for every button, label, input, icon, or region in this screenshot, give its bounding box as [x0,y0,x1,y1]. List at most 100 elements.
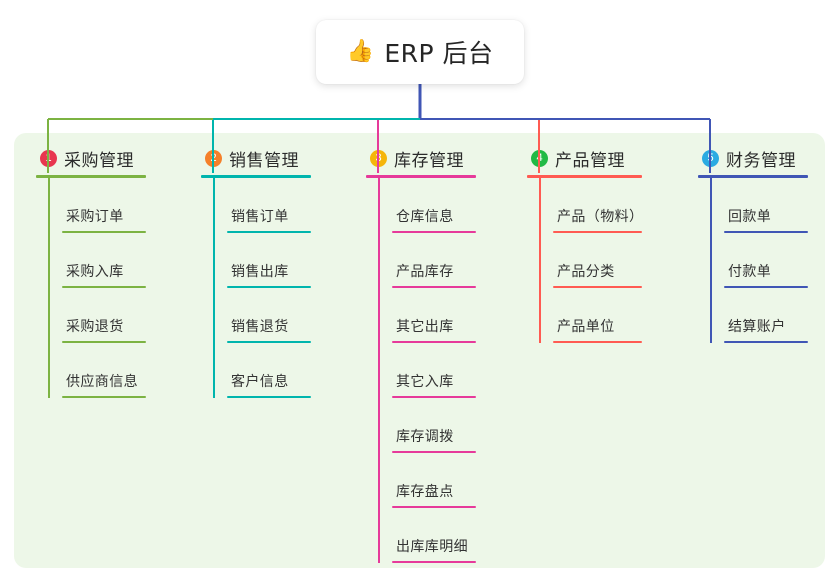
branch-item[interactable]: 结算账户 [710,288,808,343]
branch-underline-5 [698,175,808,178]
branch-item[interactable]: 库存盘点 [378,453,476,508]
branch-items-1: 采购订单采购入库采购退货供应商信息 [36,178,146,398]
branch-title-2: 销售管理 [229,150,299,171]
branch-item-label: 出库库明细 [396,539,468,556]
branch-item-underline [392,286,476,288]
branch-items-4: 产品（物料） 产品分类产品单位 [527,178,644,343]
branch-item-label: 客户信息 [231,374,289,391]
branch-item[interactable]: 产品（物料） [539,178,644,233]
branch-item-label: 采购入库 [66,264,124,281]
branch-column-2: 2 销售管理销售订单销售出库销售退货客户信息 [201,145,311,398]
branch-item[interactable]: 其它出库 [378,288,476,343]
branch-spine-1 [48,178,50,398]
branch-item-underline [553,286,642,288]
branch-underline-1 [36,175,146,178]
branch-item[interactable]: 客户信息 [213,343,311,398]
branch-item-underline [724,231,808,233]
branch-spine-5 [710,178,712,343]
branch-item-underline [62,396,146,398]
branch-item-label: 供应商信息 [66,374,138,391]
branch-item-label: 其它入库 [396,374,454,391]
branch-items-5: 回款单付款单结算账户 [698,178,808,343]
branch-item[interactable]: 产品单位 [539,288,642,343]
branch-items-2: 销售订单销售出库销售退货客户信息 [201,178,311,398]
branch-item-label: 其它出库 [396,319,454,336]
branch-header-2[interactable]: 2 销售管理 [201,145,311,171]
branch-item-label: 销售出库 [231,264,289,281]
branch-item-underline [392,231,476,233]
branch-item-label: 付款单 [728,264,772,281]
branch-item-label: 结算账户 [728,319,786,336]
branch-item-underline [553,341,642,343]
branch-item[interactable]: 付款单 [710,233,808,288]
branch-spine-2 [213,178,215,398]
branch-item[interactable]: 产品库存 [378,233,476,288]
root-node-title: ERP 后台 [384,39,494,68]
branch-item-underline [392,341,476,343]
branch-spine-4 [539,178,541,343]
branch-header-3[interactable]: 3 库存管理 [366,145,476,171]
branch-badge-1: 1 [40,149,57,167]
branch-item[interactable]: 销售出库 [213,233,311,288]
branch-items-3: 仓库信息产品库存其它出库其它入库库存调拨库存盘点出库库明细 [366,178,476,563]
branch-item[interactable]: 产品分类 [539,233,642,288]
branch-item-label: 采购订单 [66,209,124,226]
branch-item-label: 回款单 [728,209,772,226]
branch-column-3: 3 库存管理仓库信息产品库存其它出库其它入库库存调拨库存盘点出库库明细 [366,145,476,563]
branch-item[interactable]: 出库库明细 [378,508,476,563]
branch-item-underline [227,231,311,233]
branch-item-underline [392,451,476,453]
branch-spine-3 [378,178,380,563]
branch-item[interactable]: 销售订单 [213,178,311,233]
branch-item-underline [724,341,808,343]
branch-item[interactable]: 供应商信息 [48,343,146,398]
branch-item-label: 产品（物料） [557,209,644,226]
branch-item-label: 库存调拨 [396,429,454,446]
branch-badge-3: 3 [370,149,387,167]
branch-item-label: 采购退货 [66,319,124,336]
branch-item[interactable]: 仓库信息 [378,178,476,233]
branch-item[interactable]: 库存调拨 [378,398,476,453]
branch-column-5: 5 财务管理回款单付款单结算账户 [698,145,808,343]
branch-item[interactable]: 其它入库 [378,343,476,398]
branch-badge-2: 2 [205,149,222,167]
branch-badge-4: 4 [531,149,548,167]
branch-item[interactable]: 销售退货 [213,288,311,343]
branch-item-underline [62,341,146,343]
branch-item-label: 库存盘点 [396,484,454,501]
branch-item-underline [62,286,146,288]
root-node-content: 👍 ERP 后台 [346,34,493,70]
branch-column-1: 1 采购管理采购订单采购入库采购退货供应商信息 [36,145,146,398]
branch-item-underline [553,231,642,233]
branch-item[interactable]: 采购入库 [48,233,146,288]
branch-item-underline [227,396,311,398]
branch-item-label: 销售退货 [231,319,289,336]
branch-badge-5: 5 [702,149,719,167]
branch-item[interactable]: 回款单 [710,178,808,233]
branch-item-underline [392,506,476,508]
branch-item-underline [724,286,808,288]
root-node[interactable]: 👍 ERP 后台 [316,20,524,84]
branch-header-5[interactable]: 5 财务管理 [698,145,808,171]
branch-item-underline [392,561,476,563]
branch-title-5: 财务管理 [726,150,796,171]
branch-title-1: 采购管理 [64,150,134,171]
branch-item-underline [392,396,476,398]
branch-item-underline [227,286,311,288]
diagram-panel [14,133,825,568]
branch-item-label: 仓库信息 [396,209,454,226]
branch-item-underline [62,231,146,233]
branch-item-underline [227,341,311,343]
branch-item-label: 产品单位 [557,319,615,336]
branch-item-label: 产品分类 [557,264,615,281]
branch-item[interactable]: 采购退货 [48,288,146,343]
branch-underline-2 [201,175,311,178]
branch-title-3: 库存管理 [394,150,464,171]
thumbs-up-icon: 👍 [346,39,375,64]
branch-header-1[interactable]: 1 采购管理 [36,145,146,171]
branch-underline-3 [366,175,476,178]
branch-item[interactable]: 采购订单 [48,178,146,233]
branch-item-label: 销售订单 [231,209,289,226]
